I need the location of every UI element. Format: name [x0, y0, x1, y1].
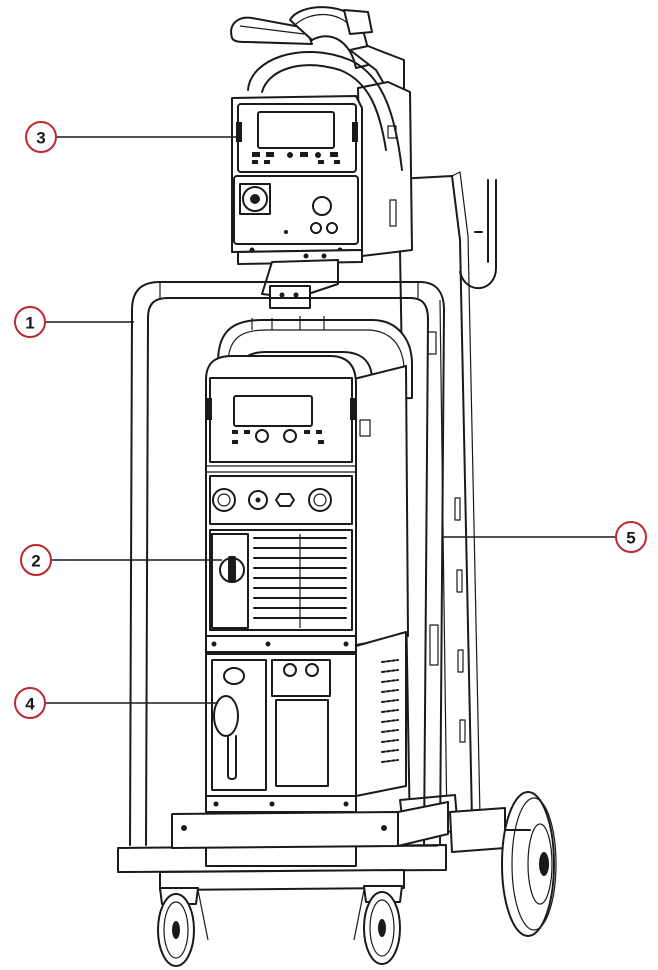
- side-perforation: [381, 659, 399, 763]
- callout-3: 3: [25, 121, 238, 153]
- callout-1-label: 1: [25, 314, 34, 333]
- trolley-frame: [117, 281, 447, 967]
- callout-5-label: 5: [626, 529, 635, 548]
- callout-2: 2: [20, 544, 222, 576]
- callout-3-circle: [25, 121, 57, 153]
- callout-4: 4: [14, 687, 218, 719]
- callout-5: 5: [442, 521, 647, 553]
- callout-3-label: 3: [36, 129, 45, 148]
- callout-5-circle: [615, 521, 647, 553]
- callout-4-label: 4: [25, 695, 35, 714]
- callout-2-circle: [20, 544, 52, 576]
- power-source-unit: [171, 316, 449, 867]
- callout-1-circle: [14, 306, 46, 338]
- callout-1: 1: [14, 306, 134, 338]
- callout-4-circle: [14, 687, 46, 719]
- callout-2-label: 2: [31, 552, 40, 571]
- vent-grille: [253, 534, 347, 628]
- wire-feeder-unit: [230, 6, 413, 309]
